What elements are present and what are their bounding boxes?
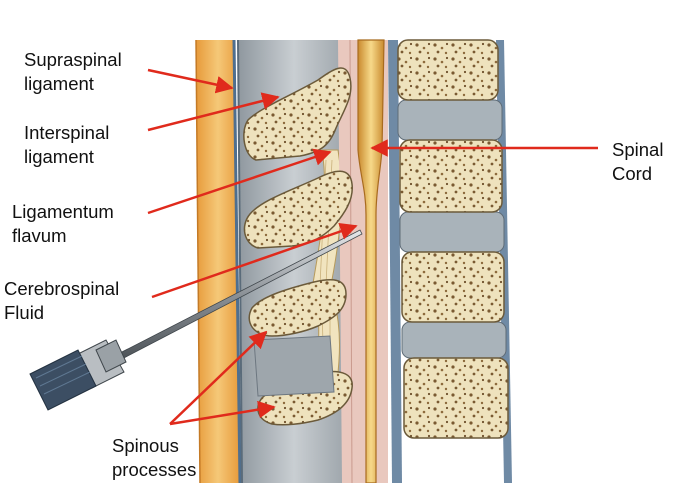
annotation-arrows: [147, 68, 598, 426]
syringe-hub-icon: [29, 339, 127, 411]
label-spinal-cord: Spinal Cord: [612, 139, 664, 184]
spinous-processes: [243, 67, 353, 426]
label-interspinal-ligament: Interspinal ligament: [24, 122, 110, 167]
label-supraspinal-ligament: Supraspinal ligament: [24, 49, 122, 94]
label-ligamentum-flavum: Ligamentum flavum: [12, 201, 114, 246]
vertebral-column: [388, 39, 512, 483]
label-spinous-processes: Spinous processes: [112, 435, 197, 480]
label-cerebrospinal-fluid: Cerebrospinal Fluid: [4, 278, 120, 323]
supraspinal-band: [195, 39, 242, 484]
